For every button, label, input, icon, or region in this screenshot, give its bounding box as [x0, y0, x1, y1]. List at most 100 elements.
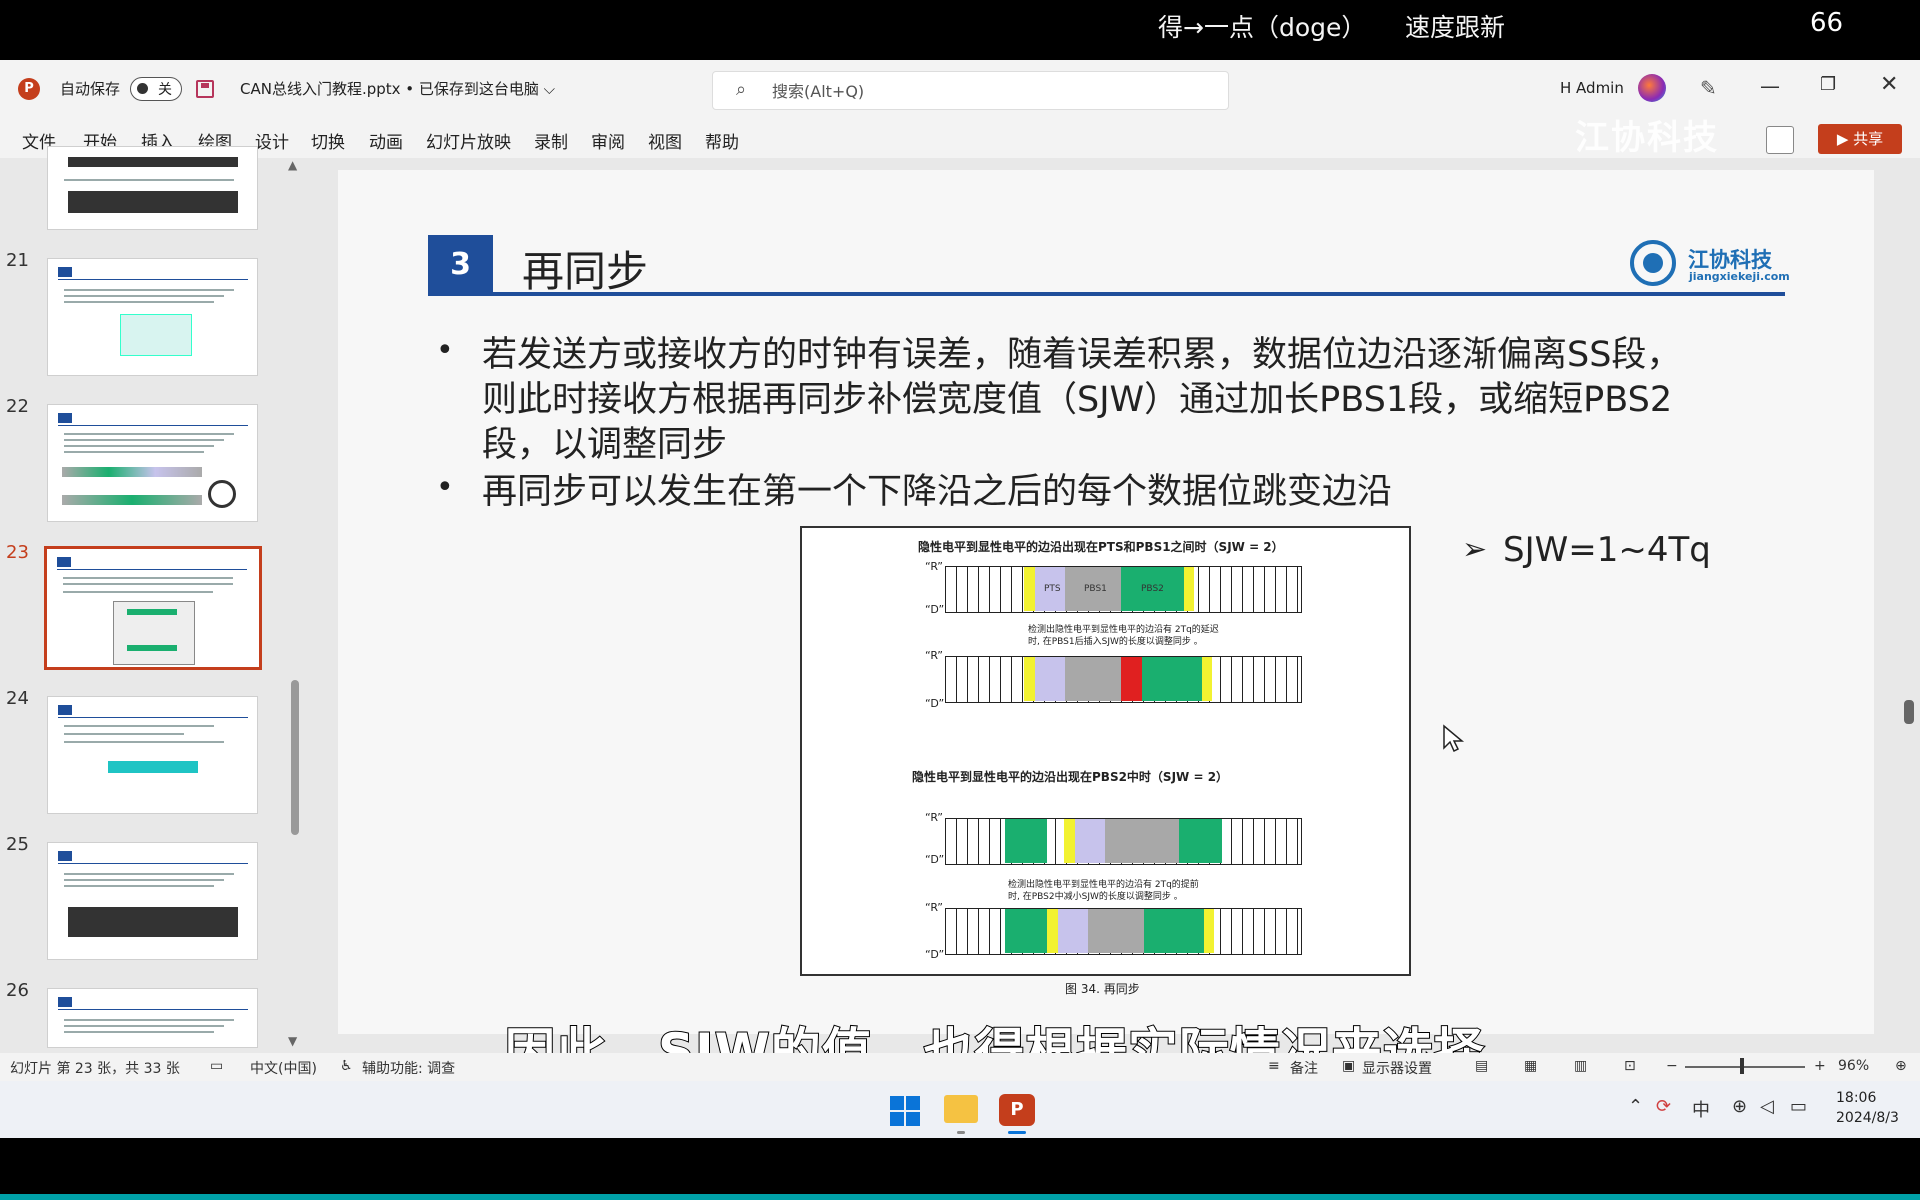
close-icon[interactable]: ✕: [1880, 72, 1899, 97]
tab-review[interactable]: 审阅: [591, 133, 625, 153]
company-url: jiangxiekeji.com: [1689, 270, 1790, 283]
seg-pbs2: [1005, 819, 1047, 863]
seg-pts: [1035, 657, 1065, 701]
dominant-label: “D”: [925, 853, 945, 866]
running-indicator: [957, 1131, 965, 1134]
powerpoint-taskbar-icon[interactable]: P: [999, 1094, 1035, 1126]
file-explorer-icon[interactable]: [944, 1095, 978, 1123]
seg-pbs2: [1142, 657, 1202, 701]
slide-thumbnail-21[interactable]: [47, 258, 258, 376]
input-method[interactable]: 中: [1692, 1100, 1710, 1121]
seg-pbs2: [1121, 567, 1184, 611]
seg-ss: [1202, 657, 1212, 701]
slide-thumbnail-26[interactable]: [47, 988, 258, 1048]
language-status[interactable]: 中文(中国): [250, 1061, 317, 1077]
tab-slideshow[interactable]: 幻灯片放映: [426, 133, 511, 153]
seg-pts-label: PTS: [1044, 584, 1061, 594]
dominant-label: “D”: [925, 948, 945, 961]
slide-number: 21: [6, 250, 29, 271]
video-progress-bar[interactable]: [0, 1194, 1920, 1200]
sjw-range: SJW=1~4Tq: [1503, 530, 1711, 570]
zoom-in-icon[interactable]: +: [1814, 1058, 1826, 1074]
zoom-out-icon[interactable]: −: [1666, 1058, 1678, 1074]
tab-design[interactable]: 设计: [255, 133, 289, 153]
watermark: 江协科技: [1575, 118, 1719, 158]
slideshow-icon[interactable]: ⊡: [1624, 1058, 1636, 1074]
document-title[interactable]: CAN总线入门教程.pptx • 已保存到这台电脑 ⌵: [240, 80, 556, 98]
powerpoint-icon: P: [18, 78, 40, 100]
search-input[interactable]: [712, 71, 1229, 110]
search-icon: ⌕: [736, 79, 747, 100]
tab-transitions[interactable]: 切换: [311, 133, 345, 153]
chevron-up-icon[interactable]: ⌃: [1628, 1096, 1644, 1117]
seg-pbs1: [1065, 657, 1121, 701]
reading-view-icon[interactable]: ▥: [1574, 1058, 1588, 1074]
user-name[interactable]: H Admin: [1560, 79, 1624, 97]
scroll-up-icon[interactable]: ▲: [288, 158, 298, 172]
danmaku-comment: 速度跟新: [1405, 13, 1506, 42]
seg-pts: [1075, 819, 1105, 863]
pen-icon[interactable]: ✎: [1700, 76, 1717, 100]
thumbnail-scrollbar[interactable]: [291, 680, 299, 835]
toggle-knob: [137, 83, 148, 94]
zoom-slider[interactable]: [1685, 1066, 1805, 1068]
video-bottom-bar: [0, 1138, 1920, 1200]
scroll-down-icon[interactable]: ▼: [288, 1034, 298, 1048]
battery-icon[interactable]: ▭: [1790, 1096, 1808, 1117]
recessive-label: “R”: [925, 560, 943, 573]
slide-thumbnail-20[interactable]: [47, 146, 258, 230]
tab-help[interactable]: 帮助: [705, 133, 739, 153]
display-settings-button[interactable]: 显示器设置: [1362, 1061, 1432, 1077]
active-indicator: [1008, 1131, 1026, 1134]
slide-counter: 幻灯片 第 23 张，共 33 张: [10, 1061, 180, 1077]
volume-icon[interactable]: ◁: [1760, 1096, 1774, 1117]
slide-number: 23: [6, 542, 29, 563]
record-icon[interactable]: [1766, 126, 1794, 154]
minimize-icon[interactable]: —: [1760, 74, 1780, 98]
notes-button[interactable]: 备注: [1290, 1061, 1318, 1077]
slide-thumbnail-24[interactable]: [47, 696, 258, 814]
slide-sorter-icon[interactable]: ▦: [1524, 1058, 1538, 1074]
clock-date[interactable]: 2024/8/3: [1836, 1110, 1899, 1126]
save-icon[interactable]: [196, 80, 214, 98]
bullet-line: 则此时接收方根据再同步补偿宽度值（SJW）通过加长PBS1段，或缩短PBS2: [482, 380, 1673, 420]
section-number: 3: [428, 235, 493, 295]
seg-sjw-insert: [1121, 657, 1142, 701]
figure-title-pbs2: 隐性电平到显性电平的边沿出现在PBS2中时（SJW = 2）: [912, 770, 1229, 784]
clock-time[interactable]: 18:06: [1836, 1090, 1877, 1106]
slide-thumbnail-22[interactable]: [47, 404, 258, 522]
tab-view[interactable]: 视图: [648, 133, 682, 153]
autosave-label: 自动保存: [60, 80, 121, 98]
accessibility-status[interactable]: 辅助功能: 调查: [362, 1061, 456, 1077]
company-name: 江协科技: [1688, 248, 1772, 272]
windows-start-icon[interactable]: [890, 1096, 920, 1126]
ribbon-tabs: [0, 118, 1920, 158]
tab-record[interactable]: 录制: [534, 133, 568, 153]
editor-scrollbar[interactable]: [1904, 700, 1914, 724]
slide-thumbnail-23[interactable]: [44, 546, 262, 670]
sync-icon[interactable]: ⟳: [1656, 1096, 1672, 1117]
fit-slide-icon[interactable]: ⊕: [1895, 1058, 1907, 1074]
seg-ss: [1047, 909, 1058, 953]
restore-icon[interactable]: ❐: [1820, 74, 1837, 95]
figure-note: 时, 在PBS1后插入SJW的长度以调整同步 。: [1028, 637, 1203, 647]
present-button[interactable]: ▶ 共享: [1818, 124, 1902, 154]
title-underline: [428, 292, 1785, 296]
slide-number: 25: [6, 834, 29, 855]
tab-animations[interactable]: 动画: [369, 133, 403, 153]
normal-view-icon[interactable]: ▤: [1475, 1058, 1489, 1074]
zoom-level[interactable]: 96%: [1838, 1058, 1870, 1074]
dominant-label: “D”: [925, 697, 945, 710]
figure-note: 时, 在PBS2中减小SJW的长度以调整同步 。: [1008, 892, 1183, 902]
slide-thumbnail-25[interactable]: [47, 842, 258, 960]
avatar[interactable]: [1638, 74, 1666, 102]
network-icon[interactable]: ⊕: [1732, 1096, 1748, 1117]
bullet-dot: •: [436, 333, 454, 368]
dominant-label: “D”: [925, 603, 945, 616]
seg-pbs1-label: PBS1: [1084, 584, 1107, 594]
search-placeholder: 搜索(Alt+Q): [772, 82, 865, 101]
autosave-state: 关: [158, 82, 172, 98]
video-top-bar: [0, 0, 1920, 60]
book-icon[interactable]: ▭: [210, 1058, 224, 1074]
zoom-slider-thumb[interactable]: [1740, 1058, 1744, 1074]
